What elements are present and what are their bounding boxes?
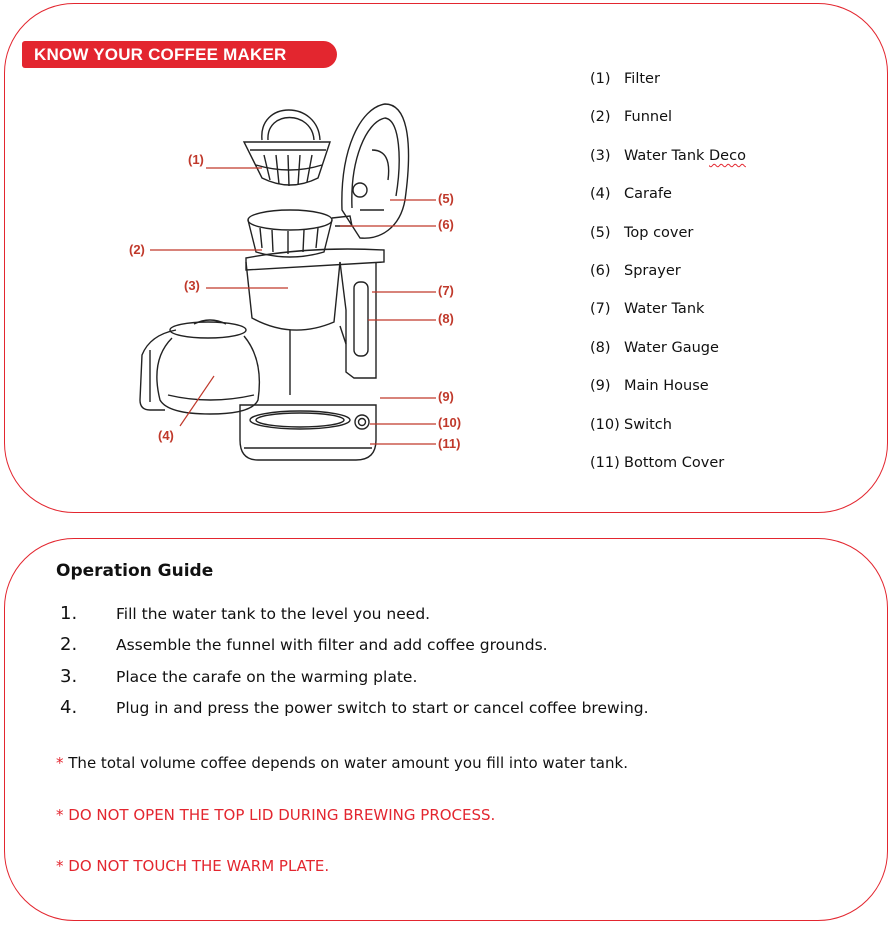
callout-10: (10): [438, 415, 461, 430]
callout-leaders: [150, 167, 436, 445]
list-item: (7)Water Tank: [590, 301, 705, 318]
volume-note: * The total volume coffee depends on wat…: [56, 754, 628, 772]
carafe-drawing: [139, 319, 261, 415]
list-item: (3)Water Tank Deco: [590, 147, 746, 164]
list-item: (10)Switch: [590, 416, 672, 433]
callout-8: (8): [438, 311, 454, 326]
funnel-drawing: [247, 209, 353, 258]
coffee-maker-diagram: (1) (2) (3) (4) (5) (6) (7) (8) (9) (10)…: [129, 103, 461, 461]
list-item: (9)Main House: [590, 378, 709, 395]
callout-9: (9): [438, 389, 454, 404]
callout-4: (4): [158, 428, 174, 443]
list-item: (1)Filter: [590, 71, 660, 87]
list-item: (11)Bottom Cover: [590, 454, 725, 471]
warning-warm-plate: * DO NOT TOUCH THE WARM PLATE.: [56, 857, 330, 875]
list-item: (4)Carafe: [590, 186, 672, 203]
list-item: 4.Plug in and press the power switch to …: [60, 696, 649, 718]
filter-drawing: [242, 109, 331, 187]
list-item: 2.Assemble the funnel with filter and ad…: [60, 634, 548, 656]
callout-1: (1): [188, 152, 204, 167]
callout-7: (7): [438, 283, 454, 298]
list-item: (8)Water Gauge: [590, 339, 719, 356]
steps-list: 1.Fill the water tank to the level you n…: [60, 598, 649, 723]
operation-guide-panel: [4, 538, 888, 921]
callout-3: (3): [184, 278, 200, 293]
main-body-drawing: [239, 248, 385, 461]
guide-title: Operation Guide: [56, 561, 214, 581]
callout-11: (11): [438, 436, 460, 451]
list-item: (5)Top cover: [590, 224, 694, 241]
list-item: (2)Funnel: [590, 109, 673, 126]
parts-list: (1)Filter (2)Funnel (3)Water Tank Deco (…: [590, 68, 746, 490]
list-item: (6)Sprayer: [590, 262, 681, 279]
warning-top-lid: * DO NOT OPEN THE TOP LID DURING BREWING…: [56, 806, 496, 824]
callout-6: (6): [438, 217, 454, 232]
spellcheck-underlined-word: Deco: [709, 147, 746, 164]
callout-5: (5): [438, 191, 454, 206]
know-your-coffee-maker-panel: [4, 3, 888, 513]
list-item: 1.Fill the water tank to the level you n…: [60, 603, 431, 624]
list-item: 3.Place the carafe on the warming plate.: [60, 665, 418, 687]
top-cover-drawing: [341, 103, 410, 239]
section-banner: KNOW YOUR COFFEE MAKER: [22, 41, 337, 68]
callout-2: (2): [129, 242, 145, 257]
